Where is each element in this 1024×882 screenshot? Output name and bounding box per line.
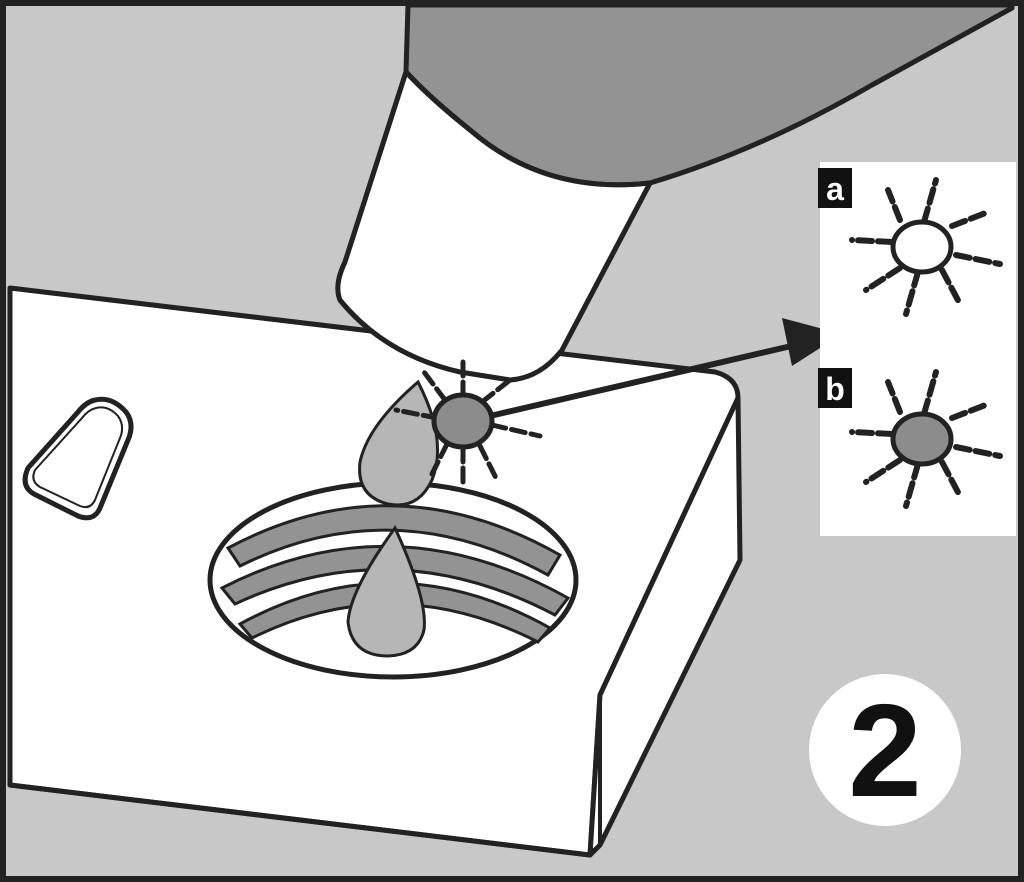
sun-light-on-icon [849, 369, 1003, 509]
well-ring-1 [225, 504, 563, 578]
bottle-nozzle-front [335, 69, 653, 383]
sun-light-off-icon [849, 177, 1003, 317]
device-bottom-edge [9, 782, 591, 858]
inset-label-a: a [826, 171, 844, 207]
pointer-arrow-line [489, 341, 801, 419]
device-button [22, 396, 134, 521]
inset-label-b: b [825, 371, 845, 407]
well-ring-3 [237, 581, 553, 644]
well-ring-2 [219, 544, 571, 617]
device-edge [598, 397, 740, 696]
device-button-inner [32, 406, 124, 509]
inset-panel [820, 162, 1016, 536]
step-number-badge [809, 674, 961, 826]
step-number: 2 [848, 677, 921, 824]
inset-label-b-box [818, 368, 852, 408]
drop-lower-icon [346, 525, 426, 658]
inset-label-a-box [818, 168, 852, 208]
indicator-light-icon [393, 359, 543, 485]
